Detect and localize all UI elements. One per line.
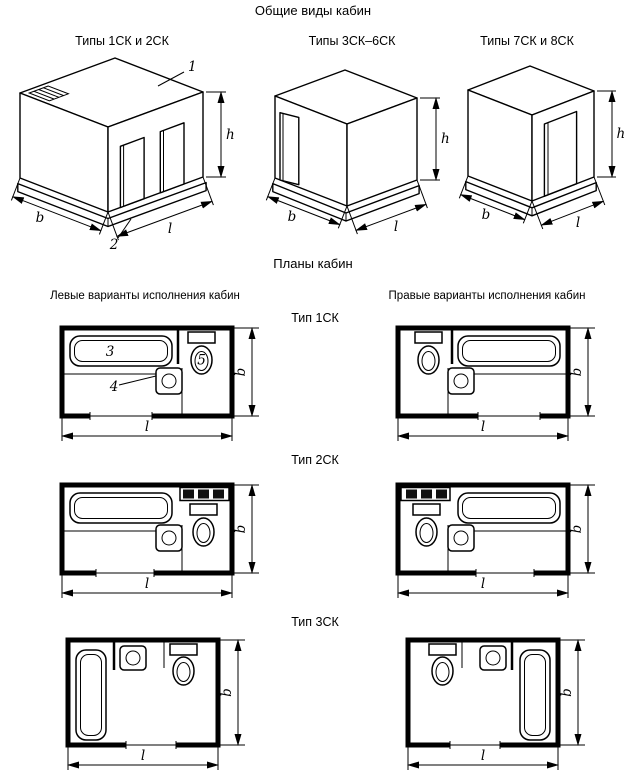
row1-label: Тип 1СК [291, 311, 339, 325]
plan-type2-left: b l [62, 485, 259, 598]
door-opening [543, 110, 578, 197]
dim-label-b: b [233, 368, 249, 377]
dim-b: b [233, 327, 259, 417]
view1-label: Типы 1СК и 2СК [75, 34, 169, 48]
roof-vent-grille [27, 85, 70, 102]
dim-l: l [67, 747, 219, 770]
general-view-2: h b l [265, 69, 450, 235]
callout-1-label: 1 [188, 59, 197, 75]
door-opening-1 [119, 136, 145, 209]
dim-label-h: h [226, 127, 235, 143]
dim-h-view2: h [420, 97, 450, 181]
dim-b: b [219, 639, 245, 746]
dim-label-l: l [481, 419, 485, 435]
dim-b: b [569, 484, 595, 574]
right-column-header: Правые варианты исполнения кабин [389, 290, 586, 302]
view3-label: Типы 7СК и 8СК [480, 34, 574, 48]
dim-h-view3: h [597, 90, 626, 178]
dim-b-view3: b [458, 175, 533, 224]
dim-label-l: l [481, 576, 485, 592]
plan-type1-left: 3 4 5 b l [62, 328, 259, 441]
dim-label-b: b [569, 525, 585, 534]
dim-l: l [397, 418, 569, 441]
dim-l-view2: l [346, 179, 428, 235]
callout-2-label: 2 [109, 237, 119, 253]
door-opening-2 [159, 122, 185, 194]
dim-label-b: b [288, 209, 297, 225]
plan-type3-right: b l [408, 640, 585, 770]
dim-label-b: b [36, 210, 45, 226]
dim-label-h: h [441, 131, 450, 147]
dim-l-view3: l [531, 176, 606, 231]
dim-label-b: b [559, 688, 575, 697]
row2-label: Тип 2СК [291, 453, 339, 467]
callout-4-label: 4 [109, 379, 119, 395]
dim-b: b [569, 327, 595, 417]
plans-title: Планы кабин [273, 256, 352, 271]
main-title: Общие виды кабин [255, 3, 371, 18]
dim-label-l: l [168, 221, 172, 237]
callout-4-leader [118, 375, 157, 386]
row3-label: Тип 3СК [291, 615, 339, 629]
callout-5-label: 5 [197, 353, 206, 369]
general-view-3: h b l [458, 65, 626, 231]
plan-type1-right: b l [398, 328, 595, 441]
dim-label-h: h [617, 126, 626, 142]
dim-l: l [407, 747, 559, 770]
dim-l: l [61, 575, 233, 598]
dim-label-l: l [576, 215, 580, 231]
dim-l-view1: l [107, 176, 214, 241]
callout-3-label: 3 [106, 344, 115, 360]
dim-b: b [233, 484, 259, 574]
view2-label: Типы 3СК–6СК [309, 34, 396, 48]
plan-type2-right: b l [398, 485, 595, 598]
dim-label-l: l [481, 748, 485, 764]
callout-1: 1 [157, 59, 197, 87]
dim-label-l: l [145, 576, 149, 592]
dim-b-view1: b [10, 177, 109, 235]
dim-label-b: b [482, 207, 491, 223]
dim-b-view2: b [265, 177, 348, 229]
dim-label-l: l [394, 219, 398, 235]
general-view-1: 1 2 h b l [10, 57, 235, 253]
dim-l: l [61, 418, 233, 441]
left-column-header: Левые варианты исполнения кабин [50, 290, 240, 302]
plan-type3-left: b l [68, 640, 245, 770]
dim-label-b: b [219, 688, 235, 697]
door-opening [279, 111, 300, 186]
dim-label-b: b [233, 525, 249, 534]
dim-h-view1: h [206, 91, 235, 178]
dim-label-l: l [141, 748, 145, 764]
dim-label-l: l [145, 419, 149, 435]
dim-label-b: b [569, 368, 585, 377]
dim-b: b [559, 639, 585, 746]
dim-l: l [397, 575, 569, 598]
